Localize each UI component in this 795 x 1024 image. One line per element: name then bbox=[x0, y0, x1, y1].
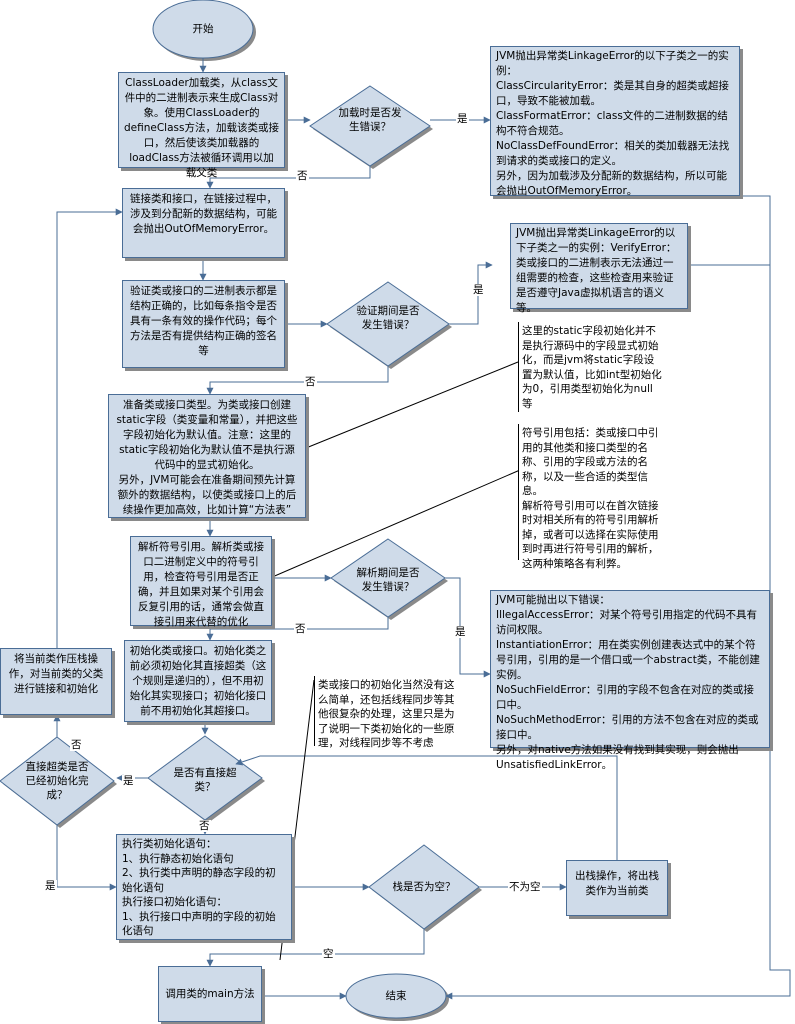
label-no: 否 bbox=[294, 623, 307, 635]
init-text: 初始化类或接口。初始化类之前必须初始化其直接超类（这个规则是递归的），但不用初始… bbox=[129, 645, 267, 717]
label-yes: 是 bbox=[472, 284, 485, 296]
resolve-note: 符号引用包括：类或接口中引用的其他类和接口类型的名称、引用的字段或方法的名称，以… bbox=[518, 424, 668, 570]
resolve-note-text-2: 解析符号引用可以在首次链接时对相关所有的符号引用解析掉，或者可以选择在实际使用到… bbox=[522, 499, 659, 570]
push-stack-box: 将当前类作压栈操作，对当前类的父类进行链接和初始化 bbox=[0, 648, 112, 715]
verify-check-line-1: 验证期间是否 bbox=[356, 305, 420, 317]
verify-error-text: JVM抛出异常类LinkageError的以下子类之一的实例：VerifyErr… bbox=[516, 227, 677, 314]
super-check-text: 是否有直接超 类？ bbox=[165, 766, 245, 794]
exec-init-line: 1、执行静态初始化语句 bbox=[122, 852, 234, 865]
resolve-error-box: JVM可能抛出以下错误： IllegalAccessError：对某个符号引用指… bbox=[490, 590, 770, 771]
resolve-error-line: NoSuchFieldError：引用的字段不包含在对应的类或接口中。 bbox=[496, 684, 754, 711]
push-stack-text: 将当前类作压栈操作，对当前类的父类进行链接和初始化 bbox=[8, 653, 104, 695]
resolve-note-text-1: 符号引用包括：类或接口中引用的其他类和接口类型的名称、引用的字段或方法的名称，以… bbox=[522, 427, 659, 497]
resolve-error-line: 另外，对native方法如果没有找到其实现，则会抛出UnsatisfiedLin… bbox=[496, 744, 739, 771]
resolve-error-line: InstantiationError：用在类实例创建表达式中的某个符号引用，引用… bbox=[496, 639, 760, 681]
resolve-error-line: JVM可能抛出以下错误： bbox=[496, 594, 610, 606]
load-error-line: ClassCircularityError：类是其自身的超类或超接口，导致不能被… bbox=[496, 80, 729, 107]
super-done-line-1: 直接超类是否 bbox=[25, 761, 89, 773]
super-done-line-3: 成？ bbox=[46, 789, 68, 801]
verify-check-text: 验证期间是否 发生错误？ bbox=[348, 304, 428, 332]
exec-init-box: 执行类初始化语句： 1、执行静态初始化语句 2、执行类中声明的静态字段的初始化语… bbox=[116, 834, 292, 940]
load-error-line: NoClassDefFoundError：相关的类加载器无法找到请求的类或接口的… bbox=[496, 140, 730, 167]
static-note-text: 这里的static字段初始化并不是执行源码中的字段显式初始化，而是jvm将sta… bbox=[522, 325, 662, 410]
load-class-box: ClassLoader加载类，从class文件中的二进制表示来生成Class对象… bbox=[118, 72, 285, 179]
start-label: 开始 bbox=[192, 23, 214, 35]
load-check-line-1: 加载时是否发 bbox=[338, 107, 402, 119]
main-box: 调用类的main方法 bbox=[158, 966, 262, 1022]
load-check-line-2: 生错误？ bbox=[349, 121, 391, 133]
load-error-box: JVM抛出异常类LinkageError的以下子类之一的实例： ClassCir… bbox=[490, 46, 740, 197]
prepare-text-1: 准备类或接口类型。为类或接口创建static字段（类变量和常量），并把这些字段初… bbox=[116, 399, 298, 471]
exec-init-line: 1、执行接口中声明的字段的初始化语句 bbox=[122, 910, 276, 938]
label-yes: 是 bbox=[44, 880, 57, 892]
resolve-error-line: IllegalAccessError：对某个符号引用指定的代码不具有访问权限。 bbox=[496, 609, 757, 636]
resolve-text: 解析符号引用。解析类或接口二进制定义中的符号引用，检查符号引用是否正确，并且如果… bbox=[138, 541, 264, 628]
init-box: 初始化类或接口。初始化类之前必须初始化其直接超类（这个规则是递归的），但不用初始… bbox=[124, 640, 272, 722]
prepare-box: 准备类或接口类型。为类或接口创建static字段（类变量和常量），并把这些字段初… bbox=[108, 394, 306, 518]
static-note: 这里的static字段初始化并不是执行源码中的字段显式初始化，而是jvm将sta… bbox=[518, 322, 666, 412]
label-yes: 是 bbox=[454, 626, 467, 638]
load-error-line: 另外，因为加载涉及分配新的数据结构，所以可能会抛出OutOfMemoryErro… bbox=[496, 170, 727, 197]
label-yes: 是 bbox=[122, 775, 135, 787]
exec-init-line: 2、执行类中声明的静态字段的初始化语句 bbox=[122, 867, 276, 894]
verify-error-box: JVM抛出异常类LinkageError的以下子类之一的实例：VerifyErr… bbox=[510, 223, 688, 314]
resolve-check-line-1: 解析期间是否 bbox=[356, 567, 420, 579]
link-text: 链接类和接口，在链接过程中，涉及到分配新的数据结构，可能会抛出OutOfMemo… bbox=[130, 193, 277, 235]
label-no: 否 bbox=[296, 170, 309, 182]
prepare-text-2: 另外，JVM可能会在准备期间预先计算额外的数据结构，以使类或接口上的后续操作更加… bbox=[117, 474, 297, 516]
label-no: 否 bbox=[304, 376, 317, 388]
init-note-text: 类或接口的初始化当然没有这么简单，还包括线程同步等其他很复杂的处理，这里只是为了… bbox=[318, 679, 455, 749]
main-text: 调用类的main方法 bbox=[165, 988, 255, 1000]
stack-check-text: 栈是否为空？ bbox=[392, 881, 456, 893]
verify-check-line-2: 发生错误？ bbox=[361, 319, 415, 331]
load-error-line: JVM抛出异常类LinkageError的以下子类之一的实例： bbox=[496, 50, 729, 77]
pop-text: 出栈操作，将出栈类作为当前类 bbox=[575, 870, 659, 897]
resolve-check-line-2: 发生错误？ bbox=[361, 581, 415, 593]
label-no: 否 bbox=[70, 739, 83, 751]
verify-text: 验证类或接口的二进制表示都是结构正确的，比如每条指令是否具有一条有效的操作代码；… bbox=[130, 285, 277, 357]
load-class-text: ClassLoader加载类，从class文件中的二进制表示来生成Class对象… bbox=[124, 77, 279, 179]
init-note: 类或接口的初始化当然没有这么简单，还包括线程同步等其他很复杂的处理，这里只是为了… bbox=[314, 676, 460, 749]
resolve-error-line: NoSuchMethodError：引用的方法不包含在对应的类或接口中。 bbox=[496, 714, 759, 741]
link-box: 链接类和接口，在链接过程中，涉及到分配新的数据结构，可能会抛出OutOfMemo… bbox=[122, 188, 285, 258]
verify-box: 验证类或接口的二进制表示都是结构正确的，比如每条指令是否具有一条有效的操作代码；… bbox=[122, 280, 285, 368]
pop-box: 出栈操作，将出栈类作为当前类 bbox=[566, 860, 668, 916]
exec-init-line: 执行接口初始化语句： bbox=[122, 896, 227, 908]
label-no: 否 bbox=[198, 820, 211, 832]
resolve-box: 解析符号引用。解析类或接口二进制定义中的符号引用，检查符号引用是否正确，并且如果… bbox=[130, 536, 272, 628]
end-label: 结束 bbox=[385, 990, 407, 1002]
resolve-check-text: 解析期间是否 发生错误？ bbox=[348, 566, 428, 594]
super-done-check-text: 直接超类是否 已经初始化完 成？ bbox=[12, 760, 102, 802]
load-error-line: ClassFormatError：class文件的二进制数据的结构不符合规范。 bbox=[496, 110, 728, 137]
super-done-line-2: 已经初始化完 bbox=[25, 775, 89, 787]
label-yes: 是 bbox=[456, 113, 469, 125]
exec-init-line: 执行类初始化语句： bbox=[122, 838, 217, 850]
super-check-line-1: 是否有直接超 bbox=[173, 767, 237, 779]
super-check-line-2: 类？ bbox=[194, 781, 216, 793]
label-not-empty: 不为空 bbox=[508, 881, 542, 893]
label-empty: 空 bbox=[322, 948, 335, 960]
load-check-text: 加载时是否发 生错误？ bbox=[330, 106, 410, 134]
